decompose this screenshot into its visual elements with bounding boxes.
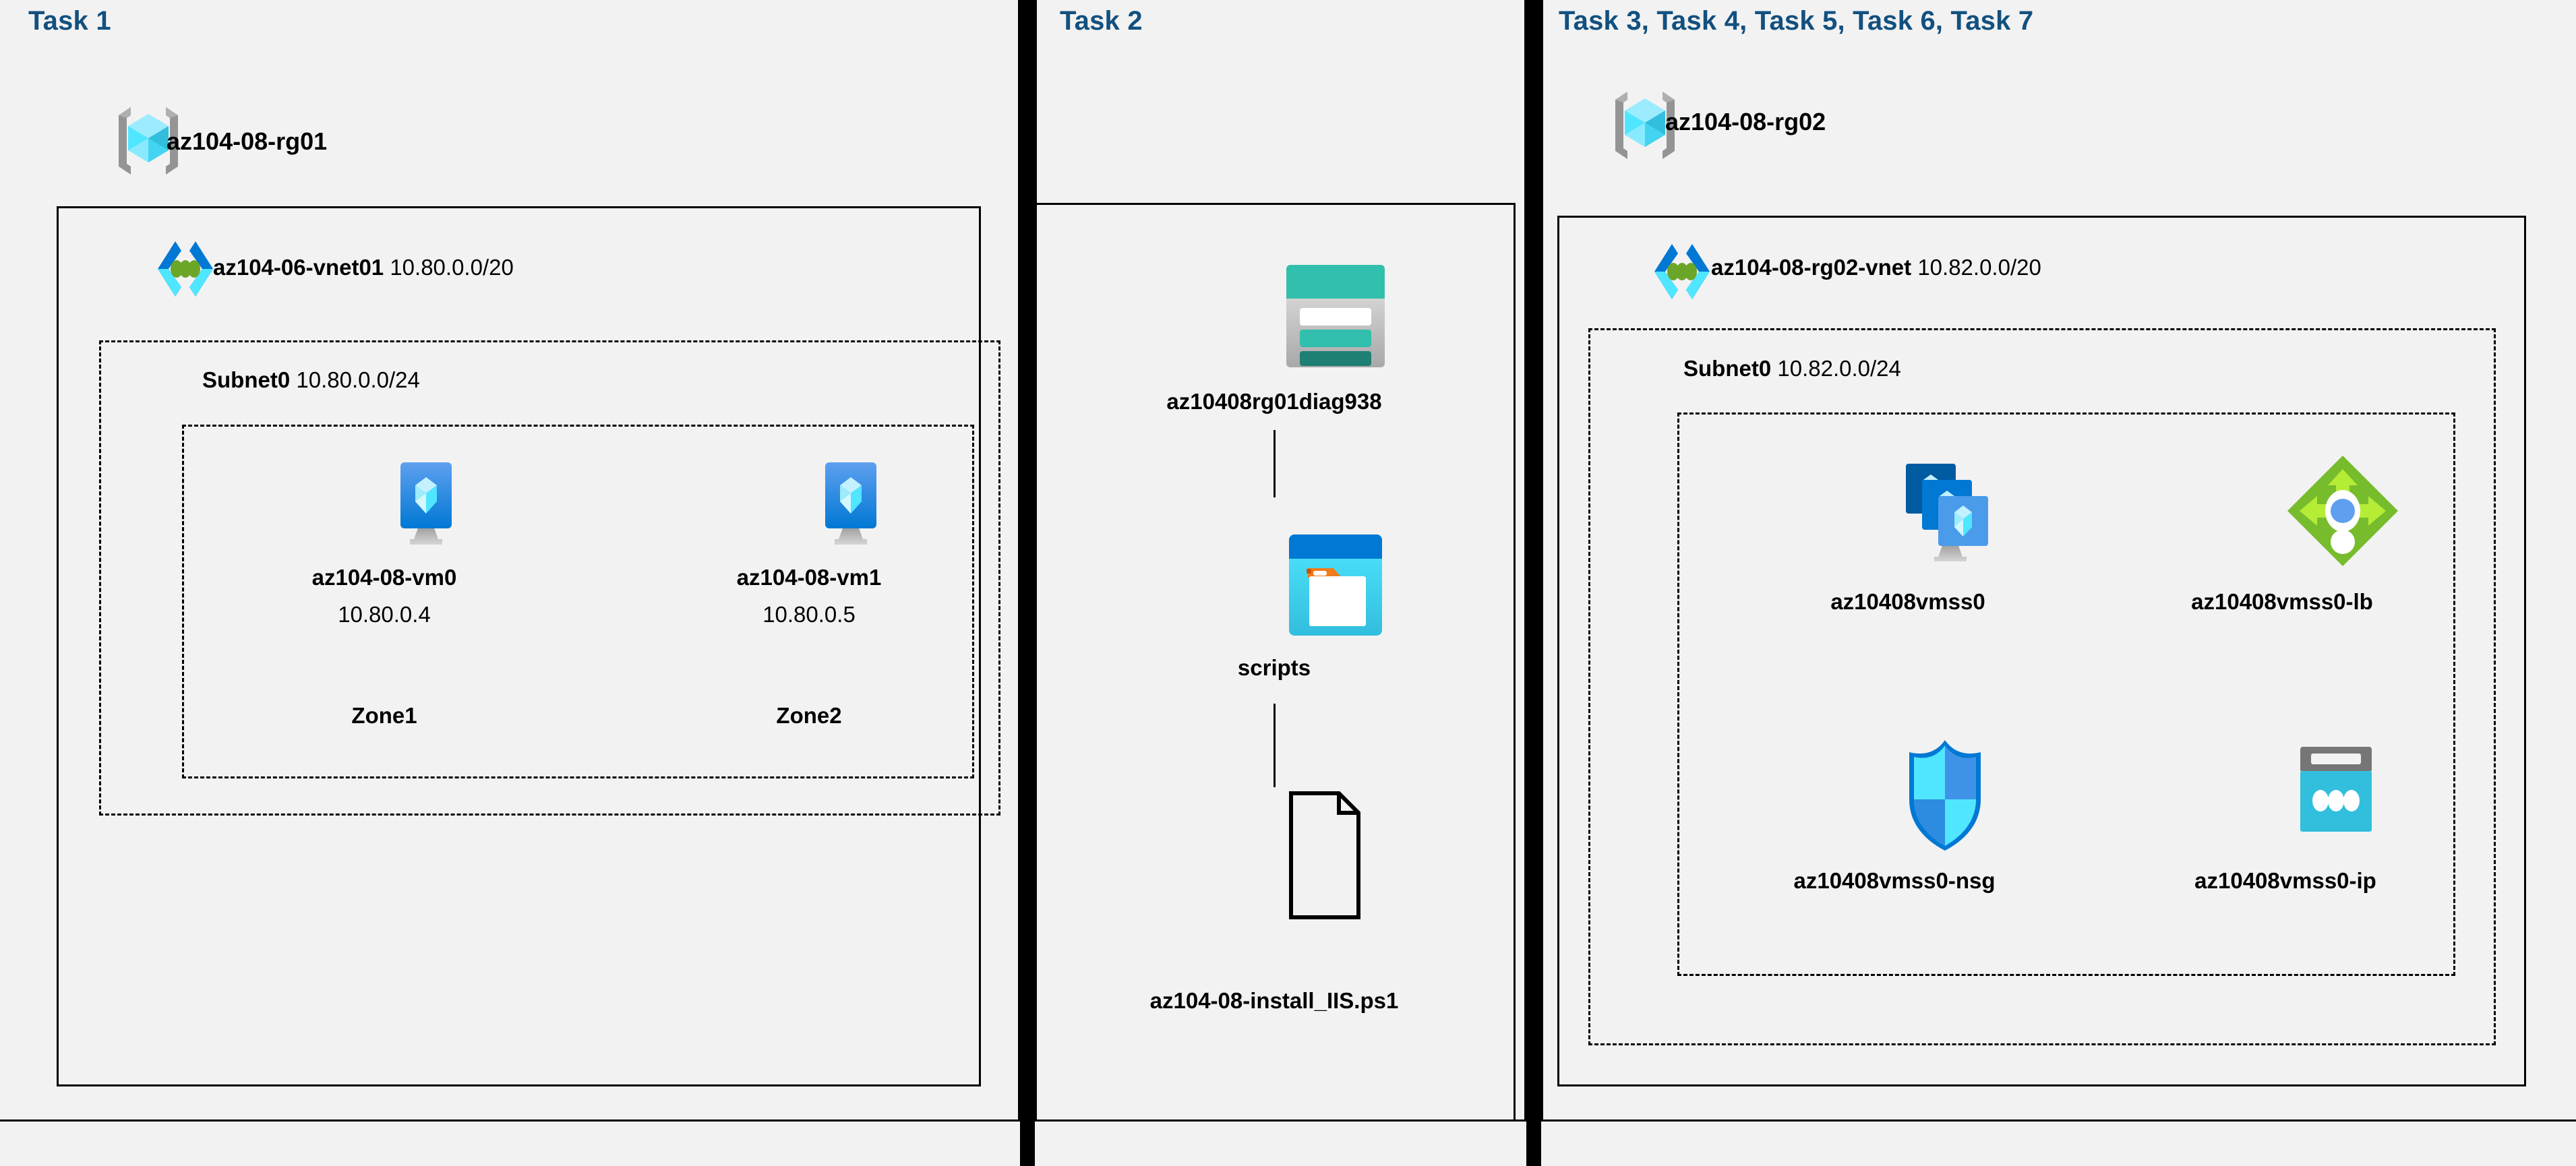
task-2-header: Task 2	[1060, 6, 1143, 36]
load-balancer-name-label: az10408vmss0-lb	[2191, 589, 2373, 614]
task-1-header: Task 1	[28, 6, 111, 36]
subnet-resources-box-col3	[1677, 412, 2455, 976]
public-ip-name-label: az10408vmss0-ip	[2194, 868, 2376, 893]
vm0-name-label: az104-08-vm0	[311, 565, 457, 590]
connector-scripts-to-file	[1274, 704, 1276, 787]
vm1-zone-label: Zone2	[776, 703, 842, 728]
vm0-zone-label: Zone1	[351, 703, 417, 728]
vm1-name-label: az104-08-vm1	[736, 565, 882, 590]
column-separator-2	[1526, 0, 1541, 1166]
resource-group-label-col1: az104-08-rg01	[167, 127, 328, 155]
subnet-label-col3: Subnet0 10.82.0.0/24	[1683, 356, 1901, 381]
connector-storage-to-scripts	[1274, 430, 1276, 497]
storage-account-name-label: az10408rg01diag938	[1166, 389, 1382, 414]
subnet-box-col1	[99, 340, 1000, 816]
resource-group-label-col3: az104-08-rg02	[1665, 108, 1826, 135]
vnet-label-col1: az104-06-vnet01 10.80.0.0/20	[213, 255, 514, 280]
column3-outer-panel	[1541, 0, 2576, 1122]
column-separator-1	[1020, 0, 1035, 1166]
subnet-resources-box-col1	[182, 425, 974, 778]
column2-content-box	[1035, 203, 1516, 1122]
vm1-ip-label: 10.80.0.5	[762, 602, 856, 627]
vnet-box-col1	[57, 206, 981, 1086]
column1-outer-panel	[0, 0, 1020, 1122]
scripts-name-label: scripts	[1237, 655, 1311, 680]
vnet-box-col3	[1557, 216, 2526, 1086]
vmss-name-label: az10408vmss0	[1830, 589, 1985, 614]
task-3-to-7-header: Task 3, Task 4, Task 5, Task 6, Task 7	[1559, 6, 2034, 36]
vm0-ip-label: 10.80.0.4	[338, 602, 431, 627]
subnet-label-col1: Subnet0 10.80.0.0/24	[202, 367, 420, 392]
vnet-label-col3: az104-08-rg02-vnet 10.82.0.0/20	[1711, 255, 2041, 280]
nsg-name-label: az10408vmss0-nsg	[1793, 868, 1996, 893]
subnet-box-col3	[1588, 328, 2496, 1045]
ps1-file-name-label: az104-08-install_IIS.ps1	[1149, 988, 1399, 1013]
